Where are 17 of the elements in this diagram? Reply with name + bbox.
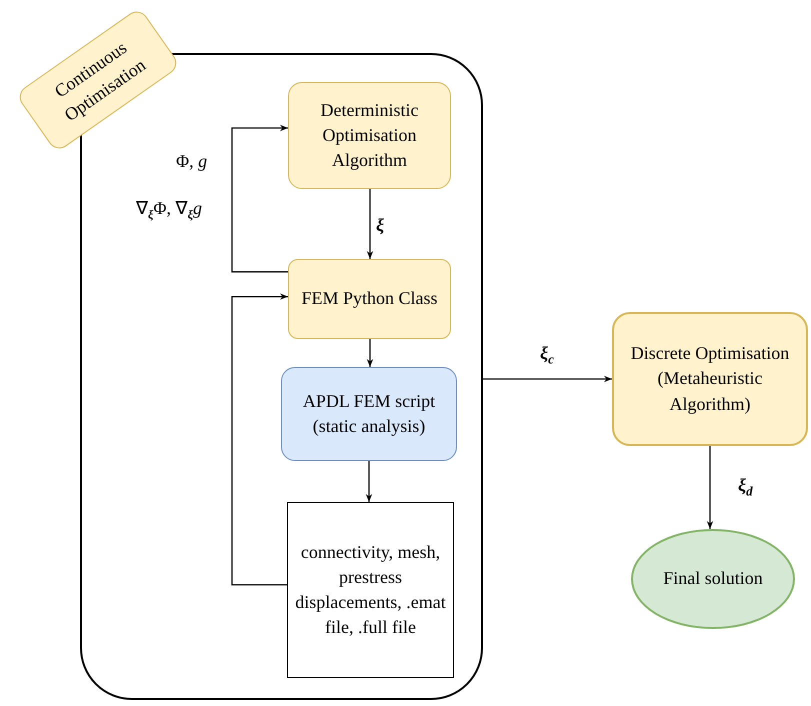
arrow: [483, 376, 612, 382]
edge-label: ξ$_{d}$: [738, 476, 753, 498]
process-box: FEM Python Class: [288, 259, 451, 339]
edge-label: ξ: [376, 216, 384, 234]
arrow: [231, 124, 288, 272]
arrow: [366, 189, 374, 259]
arrow: [366, 461, 372, 502]
terminal-ellipse: Final solution: [631, 529, 795, 629]
process-box: Deterministic Optimisation Algorithm: [288, 82, 451, 189]
arrow: [366, 339, 374, 367]
process-box: Discrete Optimisation (Metaheuristic Algorithm): [612, 312, 808, 446]
script-box: APDL FEM script (static analysis): [281, 367, 457, 461]
arrow: [231, 293, 288, 586]
output-box: connectivity, mesh, prestress displacements, .emat file, .full file: [287, 502, 454, 678]
edge-label: ξ$_{c}$: [540, 344, 554, 366]
edge-label: Φ, g: [176, 152, 208, 170]
arrow: [706, 446, 714, 529]
